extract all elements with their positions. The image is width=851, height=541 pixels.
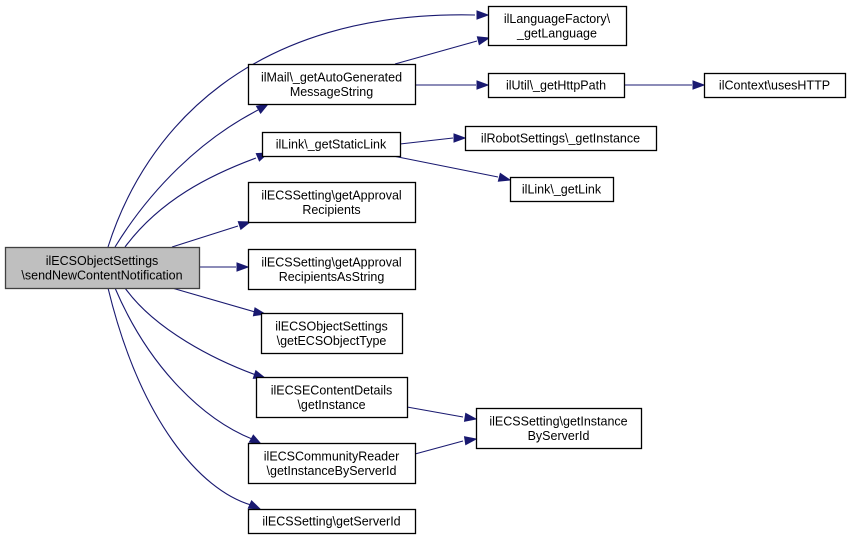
node-box[interactable]	[4, 246, 201, 290]
graph-node[interactable]: ilContext\usesHTTP	[703, 72, 847, 99]
node-label: ilRobotSettings\_getInstance	[481, 132, 640, 146]
arrowhead-icon	[476, 36, 491, 46]
node-label: ilECSObjectSettings	[275, 319, 388, 333]
graph-node[interactable]: ilECSSetting\getServerId	[247, 508, 417, 535]
edge-line	[107, 14, 476, 248]
arrowhead-icon	[247, 500, 262, 510]
graph-node[interactable]: ilLink\_getStaticLink	[261, 131, 402, 158]
edge-line	[414, 440, 464, 455]
node-label: ilLink\_getStaticLink	[276, 138, 387, 152]
graph-node[interactable]: ilECSSetting\getApprovalRecipientsAsStri…	[247, 248, 417, 291]
edge-n2-n1	[394, 36, 491, 65]
edge-n0-n8	[171, 221, 252, 248]
node-box[interactable]	[261, 131, 402, 158]
edge-line	[124, 287, 257, 376]
edge-line	[107, 287, 252, 506]
graph-node[interactable]: ilECSSetting\getInstanceByServerId	[475, 407, 643, 450]
node-label: ilECSSetting\getApproval	[261, 255, 401, 269]
edge-n11-n12	[406, 406, 478, 422]
node-label: ilECSEContentDetails	[271, 383, 393, 397]
edge-line	[171, 287, 256, 313]
arrowhead-icon	[248, 434, 263, 445]
arrowhead-icon	[237, 221, 252, 231]
edge-line	[399, 137, 454, 145]
root-node[interactable]: ilECSObjectSettings\sendNewContentNotifi…	[4, 246, 201, 290]
edge-n0-n13	[114, 287, 263, 445]
edge-line	[171, 225, 239, 248]
graph-node[interactable]: ilECSObjectSettings\getECSObjectType	[260, 312, 404, 355]
node-label: ilLink\_getLink	[522, 183, 602, 197]
node-label: ilUtil\_getHttpPath	[506, 79, 606, 93]
node-box[interactable]	[260, 312, 404, 355]
node-label: Recipients	[302, 203, 360, 217]
node-box[interactable]	[487, 5, 628, 47]
edge-n0-n9	[199, 262, 250, 272]
node-label: ilMail\_getAutoGenerated	[261, 70, 402, 84]
edge-n0-n5	[124, 152, 270, 248]
graph-node[interactable]: ilUtil\_getHttpPath	[487, 72, 626, 99]
arrowhead-icon	[497, 172, 512, 182]
node-box[interactable]	[487, 72, 626, 99]
edge-n5-n6	[399, 133, 467, 145]
node-box[interactable]	[247, 181, 417, 224]
node-box[interactable]	[255, 376, 409, 419]
graph-node[interactable]: ilECSCommunityReader\getInstanceByServer…	[247, 442, 417, 485]
graph-node[interactable]: ilLink\_getLink	[509, 176, 615, 203]
node-box[interactable]	[475, 407, 643, 450]
arrowhead-icon	[236, 262, 250, 272]
node-box[interactable]	[247, 248, 417, 291]
nodes-layer: ilECSObjectSettings\sendNewContentNotifi…	[4, 5, 847, 535]
edge-n0-n11	[124, 287, 267, 379]
graph-node[interactable]: ilLanguageFactory\_getLanguage	[487, 5, 628, 47]
node-box[interactable]	[703, 72, 847, 99]
edge-line	[394, 40, 478, 65]
arrowhead-icon	[255, 103, 270, 114]
arrowhead-icon	[476, 10, 490, 20]
edge-n2-n3	[415, 80, 490, 90]
node-label: _getLanguage	[516, 26, 597, 40]
edge-line	[392, 155, 499, 178]
node-label: ilLanguageFactory\	[504, 12, 611, 26]
edge-n0-n10	[171, 287, 267, 317]
arrowhead-icon	[476, 80, 490, 90]
node-box[interactable]	[509, 176, 615, 203]
node-label: ilContext\usesHTTP	[719, 79, 830, 93]
node-label: \getECSObjectType	[277, 334, 387, 348]
arrowhead-icon	[463, 412, 478, 422]
edge-line	[406, 406, 464, 418]
edge-line	[124, 157, 257, 248]
edge-n5-n7	[392, 155, 512, 182]
graph-node[interactable]: ilRobotSettings\_getInstance	[464, 125, 658, 152]
node-box[interactable]	[247, 63, 417, 106]
node-label: \sendNewContentNotification	[21, 268, 182, 282]
node-label: ilECSObjectSettings	[46, 254, 159, 268]
edges-layer	[107, 10, 706, 510]
node-label: RecipientsAsString	[279, 270, 385, 284]
edge-line	[114, 287, 253, 440]
arrowhead-icon	[692, 80, 706, 90]
edge-line	[114, 109, 259, 248]
node-label: ilECSSetting\getServerId	[262, 515, 400, 529]
node-label: MessageString	[290, 85, 373, 99]
node-label: ilECSSetting\getApproval	[261, 188, 401, 202]
arrowhead-icon	[453, 133, 467, 143]
edge-n0-n1	[107, 10, 490, 248]
node-box[interactable]	[464, 125, 658, 152]
node-box[interactable]	[247, 442, 417, 485]
node-box[interactable]	[247, 508, 417, 535]
edge-n0-n14	[107, 287, 262, 510]
edge-n13-n12	[414, 436, 478, 455]
node-label: ByServerId	[528, 429, 590, 443]
node-label: ilECSCommunityReader	[264, 449, 399, 463]
node-label: \getInstanceByServerId	[267, 464, 397, 478]
graph-node[interactable]: ilECSEContentDetails\getInstance	[255, 376, 409, 419]
node-label: ilECSSetting\getInstance	[489, 414, 627, 428]
arrowhead-icon	[463, 436, 478, 446]
node-label: \getInstance	[297, 398, 365, 412]
edge-n3-n4	[624, 80, 706, 90]
